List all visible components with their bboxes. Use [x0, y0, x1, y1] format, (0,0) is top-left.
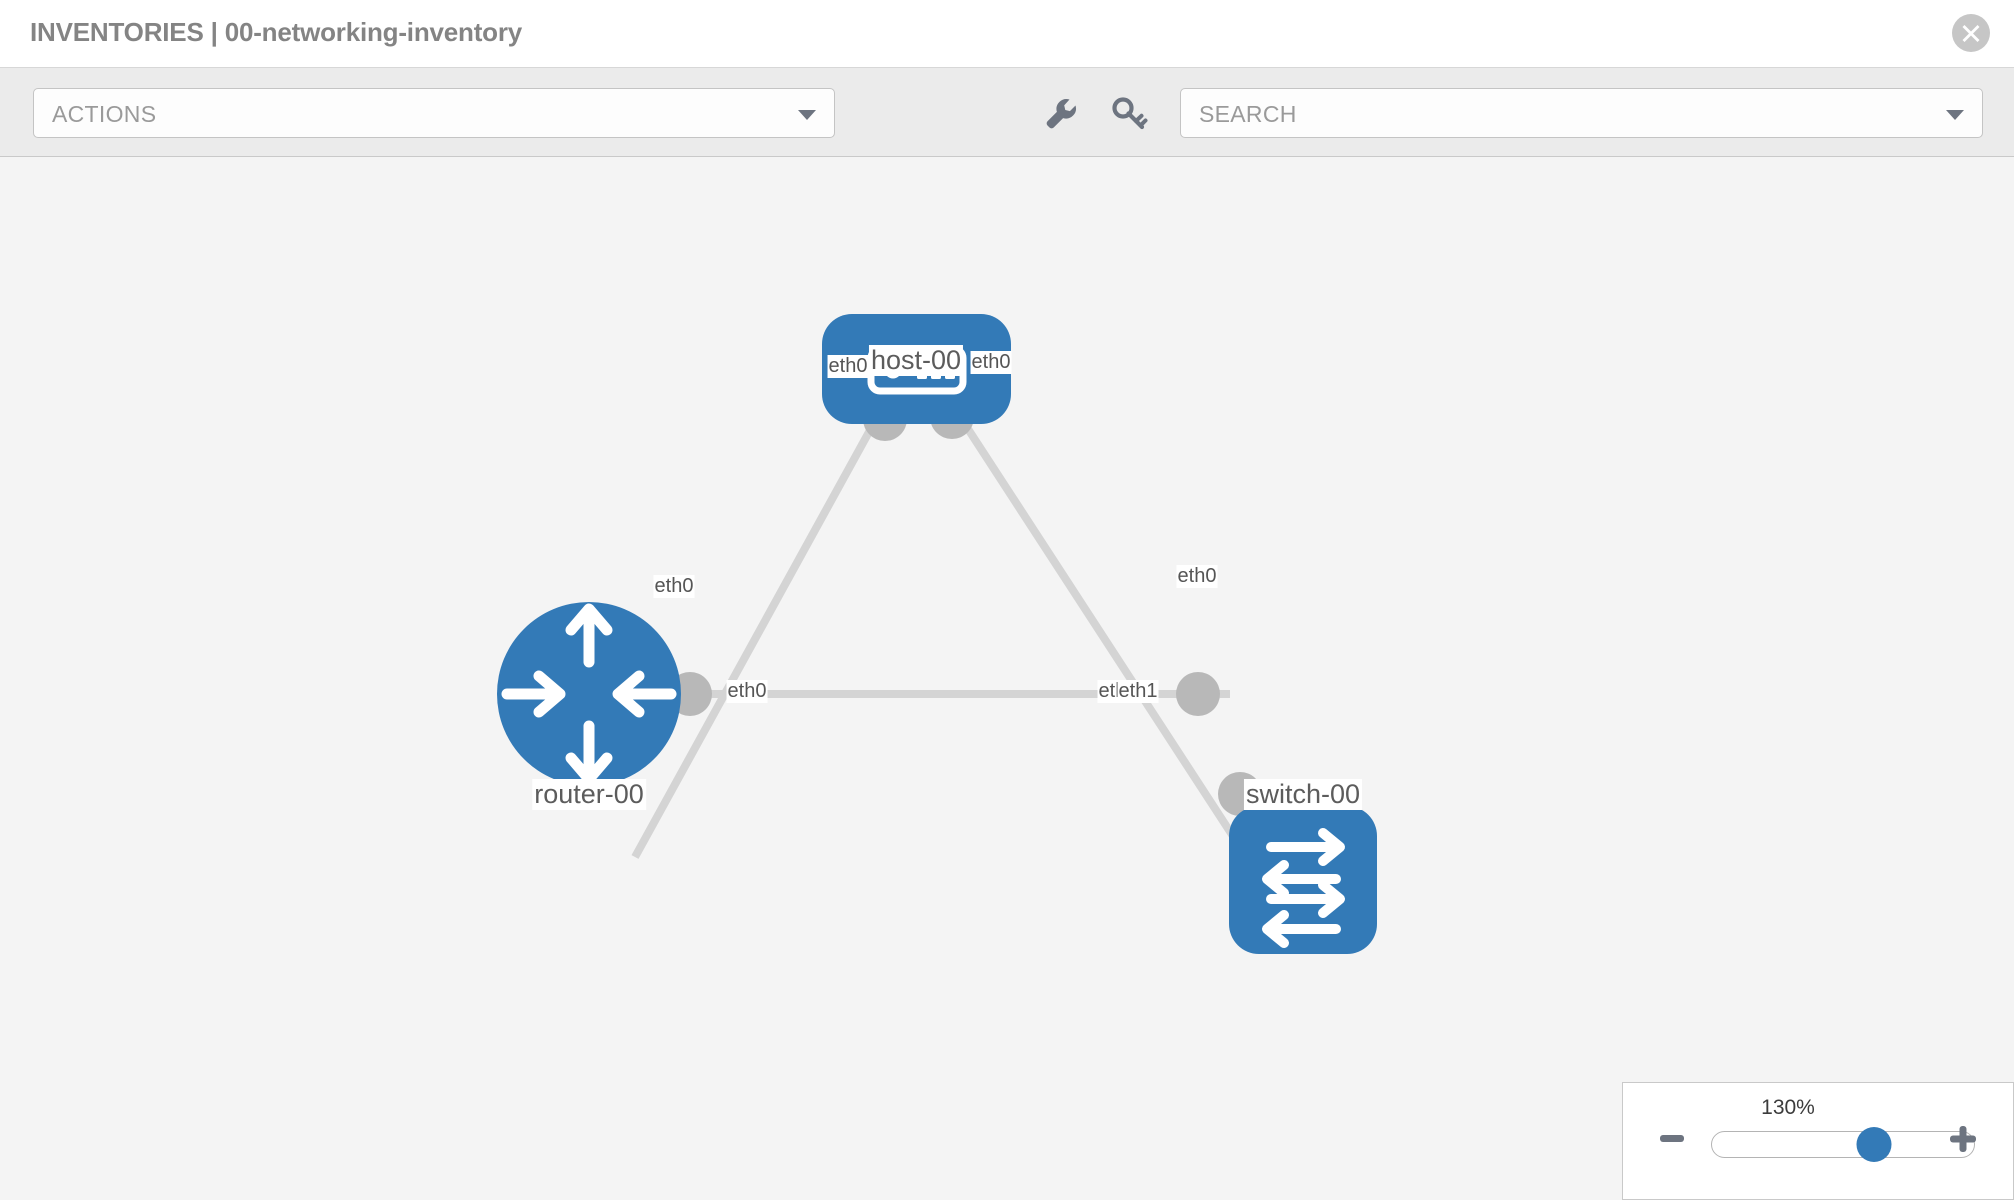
topology-canvas[interactable]: eth0 eth0 eth0 eth0 eth0 eth0 eth1 host-… [0, 157, 2014, 1200]
credentials-key-button[interactable] [1108, 93, 1150, 135]
actions-dropdown[interactable]: ACTIONS [33, 88, 835, 138]
node-switch-00[interactable] [1229, 806, 1377, 954]
toolbar: ACTIONS SEARCH [0, 68, 2014, 157]
iface-label: eth0 [726, 680, 768, 703]
chevron-down-icon [798, 110, 816, 120]
topology-graph [497, 314, 1377, 954]
wrench-icon [1046, 99, 1076, 129]
zoom-in-button[interactable] [1949, 1125, 1977, 1153]
link-host-router[interactable] [631, 410, 884, 859]
iface-label: eth1 [1117, 680, 1159, 703]
zoom-out-button[interactable] [1659, 1125, 1685, 1151]
page-title: INVENTORIES | 00-networking-inventory [30, 17, 523, 47]
minus-icon [1660, 1135, 1684, 1142]
key-icon [1112, 97, 1148, 130]
router-node-shape [497, 602, 681, 786]
close-icon [1962, 25, 1980, 42]
node-label-host-00: host-00 [868, 345, 964, 376]
iface-label: eth0 [827, 355, 869, 378]
link-host-switch[interactable] [951, 406, 1244, 850]
node-label-switch-00: switch-00 [1243, 779, 1363, 810]
app-header: INVENTORIES | 00-networking-inventory [0, 0, 2014, 68]
plus-icon [1950, 1126, 1976, 1152]
close-button[interactable] [1952, 14, 1990, 52]
iface-label: eth0 [653, 575, 695, 598]
actions-dropdown-label: ACTIONS [52, 101, 157, 127]
zoom-slider[interactable] [1711, 1127, 1975, 1162]
search-placeholder: SEARCH [1199, 101, 1297, 127]
zoom-control-panel: 130% [1622, 1082, 2014, 1200]
zoom-percent-label: 130% [1761, 1096, 1815, 1119]
port-marker[interactable] [1176, 672, 1220, 716]
zoom-slider-thumb[interactable] [1856, 1127, 1892, 1162]
iface-label: eth0 [970, 351, 1012, 374]
chevron-down-icon [1946, 110, 1964, 120]
node-label-router-00: router-00 [532, 779, 646, 810]
iface-label: eth0 [1176, 565, 1218, 588]
node-router-00[interactable] [497, 602, 681, 786]
switch-arrows-icon [1262, 828, 1345, 948]
search-input[interactable]: SEARCH [1180, 88, 1983, 138]
settings-wrench-button[interactable] [1040, 93, 1082, 135]
